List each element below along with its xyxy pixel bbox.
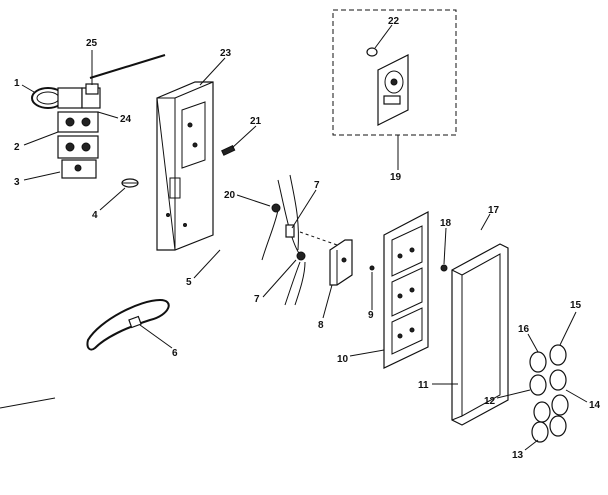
- callout-18: 18: [440, 218, 452, 229]
- callout-4: 4: [92, 210, 98, 221]
- callout-13: 13: [512, 450, 524, 461]
- back-panel: [156, 81, 214, 251]
- callout-8: 8: [318, 320, 324, 331]
- callout-5: 5: [186, 277, 192, 288]
- wire-harness: [261, 174, 341, 306]
- callout-3: 3: [14, 177, 20, 188]
- switch-cluster: [31, 54, 166, 179]
- pin-part: [121, 178, 139, 188]
- callout-labels: 1 2 3 4 5 6 7 7 8 9 10 11 12 13 14 15 16…: [14, 16, 601, 461]
- callout-20: 20: [224, 190, 236, 201]
- callout-25: 25: [86, 38, 98, 49]
- callout-11: 11: [418, 380, 429, 391]
- wire-loop: [86, 298, 170, 351]
- callout-15: 15: [570, 300, 582, 311]
- callout-7-lower: 7: [254, 294, 260, 305]
- callout-22: 22: [388, 16, 400, 27]
- inset-box: [332, 9, 457, 136]
- callout-7-upper: 7: [314, 180, 320, 191]
- callout-10: 10: [337, 354, 349, 365]
- leader-lines: [21, 24, 588, 451]
- callout-16: 16: [518, 324, 530, 335]
- callout-17: 17: [488, 205, 500, 216]
- callout-21: 21: [250, 116, 262, 127]
- callout-1: 1: [14, 78, 20, 89]
- knob-set: [529, 344, 569, 443]
- callout-12: 12: [484, 396, 496, 407]
- panel-screw: [440, 264, 448, 272]
- callout-19: 19: [390, 172, 402, 183]
- callout-23: 23: [220, 48, 232, 59]
- callout-2: 2: [14, 142, 20, 153]
- small-screw: [369, 265, 375, 271]
- callout-24: 24: [120, 114, 132, 125]
- callout-14: 14: [589, 400, 601, 411]
- trim-frame: [451, 243, 509, 426]
- callout-6: 6: [172, 348, 178, 359]
- bracket-part: [329, 239, 353, 286]
- screw-part: [221, 144, 236, 156]
- callout-9: 9: [368, 310, 374, 321]
- front-panel: [383, 211, 429, 369]
